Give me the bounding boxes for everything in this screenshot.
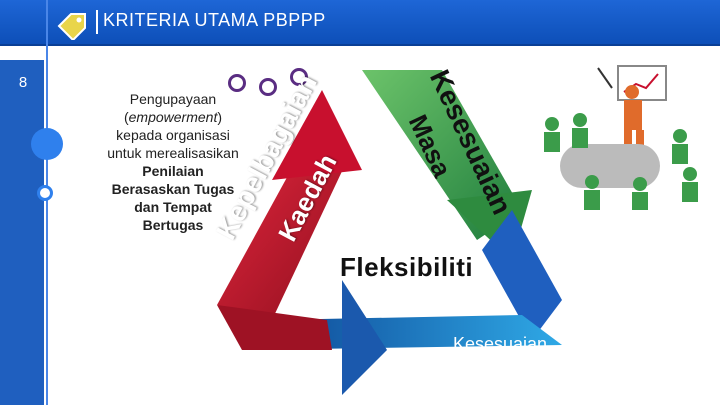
label-kesesuaian-tempat: Kesesuaian Tempat xyxy=(430,333,570,377)
page-title: KRITERIA UTAMA PBPPP xyxy=(103,10,326,30)
header-separator xyxy=(96,10,98,34)
text-line: ) xyxy=(217,109,223,125)
text-line: Tempat xyxy=(470,356,530,376)
text-line: Kesesuaian xyxy=(452,334,548,354)
text-line: untuk merealisasikan xyxy=(107,145,239,161)
description-text: Pengupayaan (empowerment) kepada organis… xyxy=(88,90,258,234)
text-strong: Penilaian xyxy=(142,163,204,179)
decor-circle xyxy=(259,78,277,96)
text-line: Pengupayaan xyxy=(129,91,217,107)
text-line: kepada organisasi xyxy=(116,127,230,143)
blue-arrow-segment xyxy=(482,210,562,340)
decor-ring xyxy=(37,185,53,201)
tag-icon xyxy=(57,13,86,40)
red-arrow-segment xyxy=(217,150,352,320)
slide-number: 8 xyxy=(18,74,28,91)
label-fleksibiliti: Fleksibiliti xyxy=(340,252,474,282)
text-strong: Berasaskan Tugas xyxy=(111,181,235,197)
blue-arrow-head xyxy=(342,280,387,395)
decor-circle xyxy=(290,68,308,86)
decor-circle xyxy=(228,74,246,92)
red-bottom-tail xyxy=(217,305,332,350)
cycle-triangle-diagram xyxy=(217,70,562,395)
decor-dot xyxy=(31,128,63,160)
left-sidebar xyxy=(0,60,44,405)
text-emphasis: empowerment xyxy=(128,109,218,125)
header-bar: KRITERIA UTAMA PBPPP xyxy=(0,0,720,46)
meeting-illustration-icon xyxy=(544,65,698,210)
text-strong: Bertugas xyxy=(142,217,204,233)
text-line: ( xyxy=(123,109,129,125)
left-divider xyxy=(46,0,48,405)
text-strong: dan Tempat xyxy=(134,199,212,215)
red-arrow-top xyxy=(272,90,362,180)
